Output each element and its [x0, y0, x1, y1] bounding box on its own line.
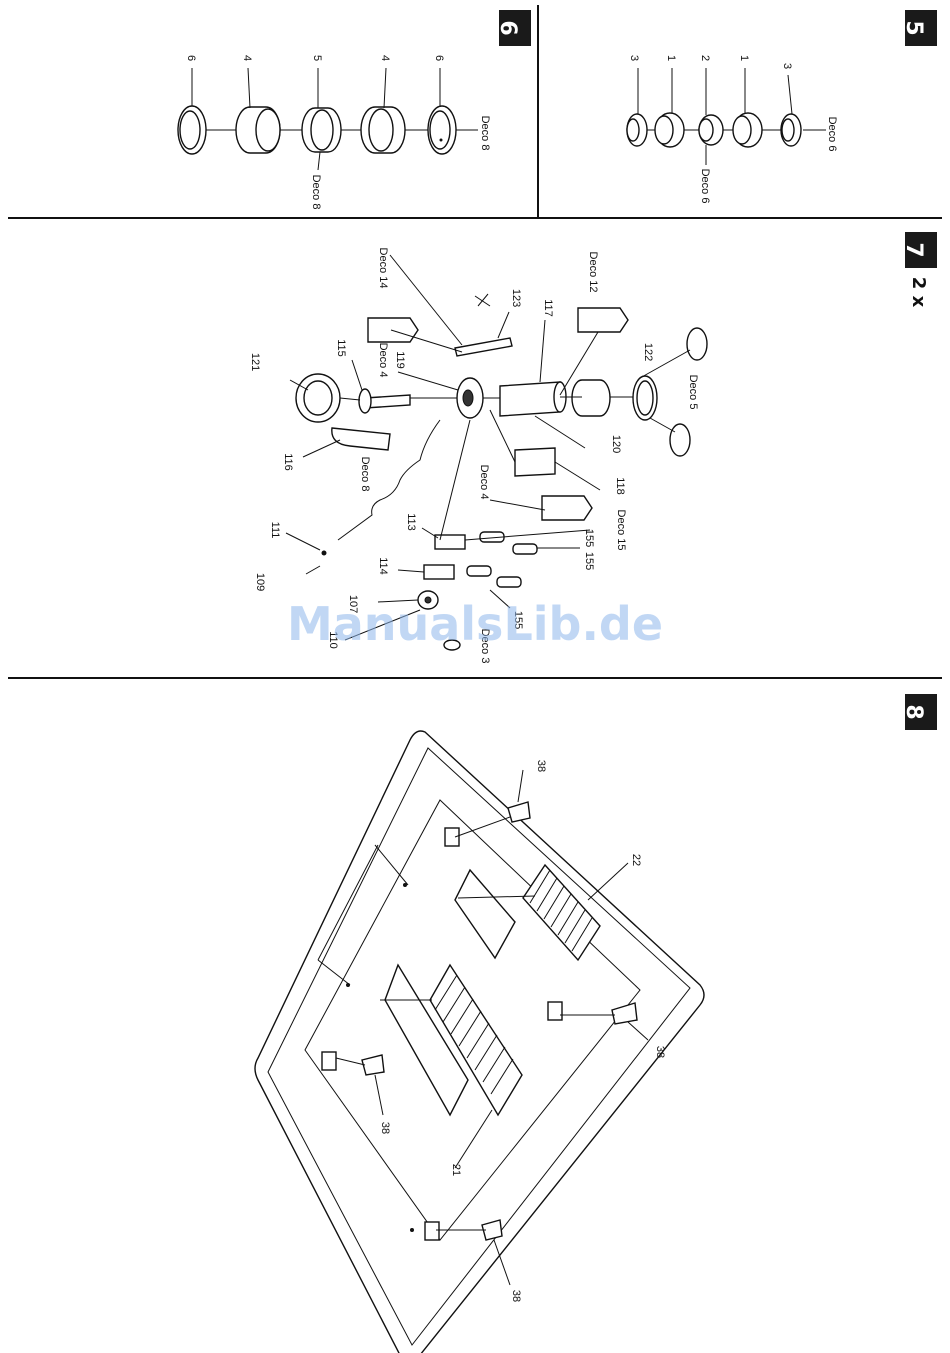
label-s7-122: 122	[642, 343, 654, 361]
part-115-axle	[365, 395, 410, 408]
deco-12-sticker	[578, 308, 628, 332]
deco-5-disc-bottom	[670, 424, 690, 456]
section-5-diagram	[627, 68, 826, 165]
part-118-box	[515, 448, 555, 476]
label-s5-2: 2	[699, 55, 711, 61]
label-s8-21: 21	[450, 1164, 462, 1176]
part-123-bracket	[455, 338, 512, 356]
label-s5-deco6b: Deco 6	[826, 117, 838, 152]
section-6-diagram	[178, 68, 478, 170]
label-s8-22: 22	[630, 854, 642, 866]
part-116-bracket	[332, 428, 390, 450]
svg-text:6: 6	[495, 20, 520, 35]
label-s7-113: 113	[405, 513, 417, 531]
label-s7-114: 114	[377, 557, 389, 575]
part-114-clip	[424, 565, 454, 579]
label-s5-1b: 1	[738, 55, 750, 61]
label-s6-deco8b: Deco 8	[479, 116, 491, 151]
label-s5-3b: 3	[781, 63, 793, 69]
label-s6-4a: 4	[241, 55, 253, 61]
label-s7-deco15: Deco 15	[615, 510, 627, 551]
label-s7-119: 119	[394, 351, 406, 369]
label-s7-116: 116	[282, 453, 294, 471]
label-s8-38d: 38	[510, 1290, 522, 1302]
part-113-clip	[435, 535, 465, 549]
label-s7-deco4b: Deco 4	[478, 465, 490, 500]
part-155-cyl-b	[513, 544, 537, 554]
label-s7-deco4a: Deco 4	[377, 343, 389, 378]
label-s7-120: 120	[610, 435, 622, 453]
section-8-badge: 8	[901, 694, 937, 730]
label-s6-4b: 4	[379, 55, 391, 61]
label-s6-6b: 6	[433, 55, 445, 61]
part-155-cyl-c	[467, 566, 491, 576]
label-s6-deco8a: Deco 8	[310, 175, 322, 210]
label-s6-6a: 6	[185, 55, 197, 61]
section-7-diagram	[286, 255, 707, 650]
foot-mount-a	[445, 828, 459, 846]
part-155-cyl-d	[497, 577, 521, 587]
label-s5-deco6a: Deco 6	[699, 169, 711, 204]
label-s8-38b: 38	[654, 1046, 666, 1058]
part-120-cap	[572, 380, 610, 416]
deco-15-sticker	[542, 496, 592, 520]
svg-text:7: 7	[901, 242, 926, 257]
label-s8-38a: 38	[535, 760, 547, 772]
label-s7-123: 123	[510, 289, 522, 307]
label-s7-109: 109	[254, 573, 266, 591]
section-6-badge: 6	[495, 10, 531, 46]
svg-text:8: 8	[901, 704, 926, 719]
deco-14-sticker	[368, 318, 418, 342]
label-s7-111: 111	[269, 522, 281, 539]
label-s7-117: 117	[542, 299, 554, 317]
label-s7-deco5: Deco 5	[687, 375, 699, 410]
label-s7-118: 118	[614, 477, 626, 495]
deco-5-disc-top	[687, 328, 707, 360]
label-s8-38c: 38	[379, 1122, 391, 1134]
part-38-foot-a	[508, 802, 530, 822]
svg-text:5: 5	[901, 20, 926, 35]
section-8-diagram	[255, 731, 704, 1353]
foot-mount-c	[322, 1052, 336, 1070]
label-s6-5: 5	[311, 55, 323, 61]
label-s7-155b: 155	[583, 552, 595, 570]
foot-mount-b	[548, 1002, 562, 1020]
foot-mount-d	[425, 1222, 439, 1240]
label-s7-155a: 155	[583, 529, 595, 547]
label-s7-115: 115	[335, 339, 347, 357]
label-s7-deco12: Deco 12	[587, 252, 599, 293]
label-s7-121: 121	[249, 353, 261, 371]
section-7-multiplier: 2 x	[908, 277, 929, 308]
label-s5-3a: 3	[628, 55, 640, 61]
label-s7-deco14: Deco 14	[377, 248, 389, 289]
part-117-tube	[500, 382, 560, 416]
watermark: ManualsLib.de	[287, 597, 663, 651]
label-s7-deco8: Deco 8	[359, 457, 371, 492]
section-5-badge: 5	[901, 10, 937, 46]
section-7-badge: 7	[901, 232, 937, 268]
label-s5-1a: 1	[665, 55, 677, 61]
